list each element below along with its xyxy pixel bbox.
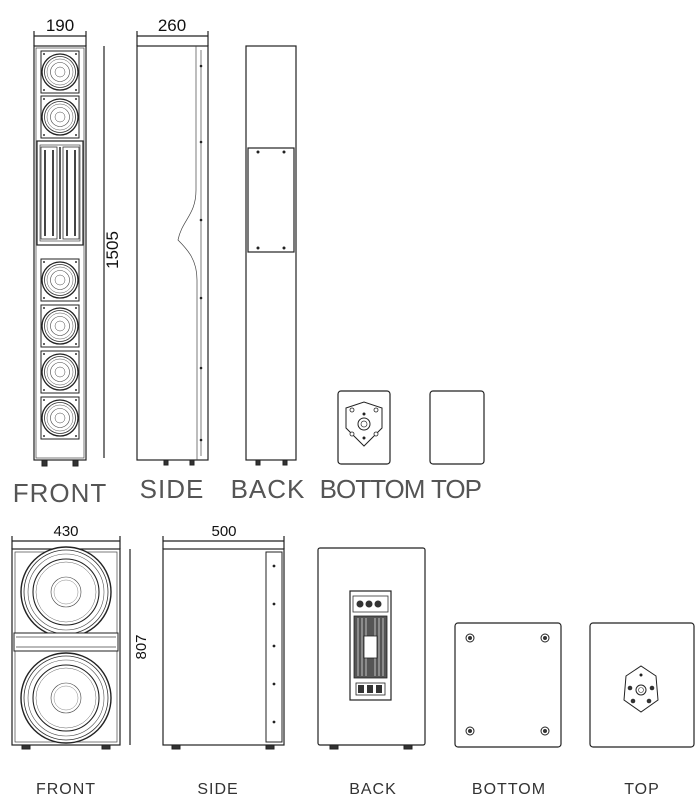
- column-bottom-view: [337, 390, 391, 465]
- sub-depth-dim: 500: [211, 523, 236, 540]
- column-front-view: [33, 31, 105, 467]
- sub-front-view: [11, 536, 131, 750]
- sub-side-label: SIDE: [197, 781, 238, 796]
- sub-height-dim: 807: [133, 634, 150, 659]
- sub-bottom-label: BOTTOM: [472, 781, 546, 796]
- column-side-view: [136, 31, 209, 466]
- column-back-view: [245, 45, 297, 466]
- sub-back-view: [317, 547, 426, 750]
- column-width-dim: 190: [46, 16, 74, 35]
- amplifier-plate: [349, 590, 392, 701]
- sub-width-dim: 430: [53, 523, 78, 540]
- column-bottom-label: BOTTOM: [320, 474, 425, 504]
- column-depth-dim: 260: [158, 16, 186, 35]
- sub-bottom-view: [454, 622, 562, 748]
- column-top-label: TOP: [431, 474, 481, 504]
- sub-front-label: FRONT: [36, 781, 96, 796]
- column-height-dim: 1505: [103, 231, 122, 269]
- column-top-view: [429, 390, 485, 465]
- tweeter-array: [36, 140, 84, 246]
- sub-side-view: [162, 536, 285, 750]
- column-front-label: FRONT: [13, 478, 108, 508]
- sub-top-view: [589, 622, 695, 748]
- column-back-label: BACK: [231, 474, 306, 504]
- sub-back-label: BACK: [349, 781, 397, 796]
- sub-top-label: TOP: [624, 781, 660, 796]
- column-side-label: SIDE: [140, 474, 205, 504]
